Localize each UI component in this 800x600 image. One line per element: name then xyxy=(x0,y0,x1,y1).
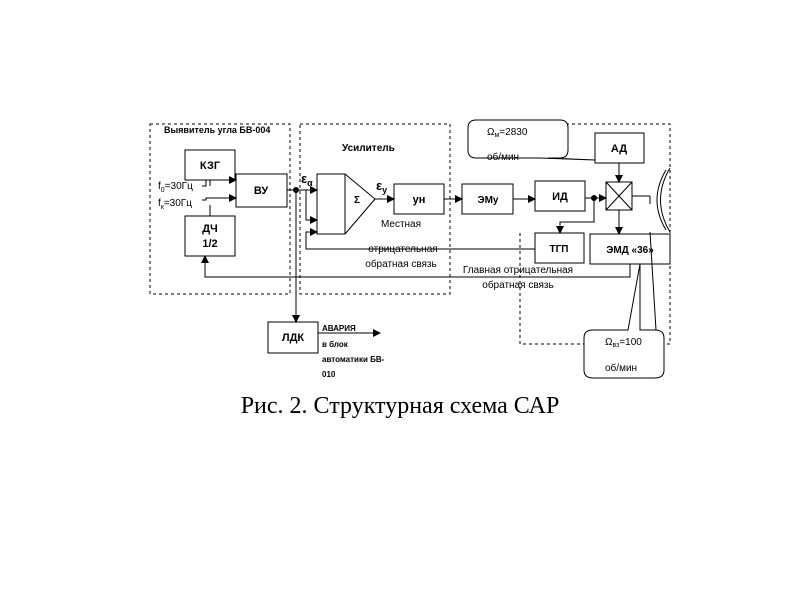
antenna-speed-unit: об/мин xyxy=(605,362,637,374)
amplifier-group-box xyxy=(299,123,451,295)
local-feedback-line2: отрицательная xyxy=(368,244,437,255)
emd-block: ЭМД «36» xyxy=(589,233,671,265)
antenna-icon xyxy=(649,167,671,233)
signal-lines xyxy=(201,163,650,337)
detector-group-box xyxy=(149,123,291,295)
dch-block: ДЧ 1/2 xyxy=(184,215,236,257)
alarm-line1: АВАРИЯ xyxy=(322,324,356,333)
motor-speed-callout: Ωм=2830 об/мин xyxy=(467,119,596,163)
antenna-speed-value: Ωвз=100 xyxy=(605,337,642,349)
sum-label: Σ xyxy=(354,195,360,206)
gearbox-block xyxy=(605,181,633,211)
drive-group-box xyxy=(519,123,671,345)
antenna-callout-pointer xyxy=(649,231,657,331)
fk-input-label: fк=30Гц xyxy=(158,198,192,211)
detector-group-label: Выявитель угла БВ-004 xyxy=(164,125,270,135)
id-label: ИД xyxy=(552,191,568,203)
dch-label-line1: ДЧ xyxy=(202,223,217,235)
eps-y-label: εу xyxy=(376,178,387,195)
tgp-block: ТГП xyxy=(534,232,585,264)
local-feedback-line3: обратная связь xyxy=(365,258,436,270)
antenna-speed-callout: Ωвз=100 об/мин xyxy=(583,263,665,379)
ldk-block: ЛДК xyxy=(267,321,319,354)
vu-label: ВУ xyxy=(254,185,269,197)
motor-speed-unit: об/мин xyxy=(487,151,519,163)
kzg-block: КЗГ xyxy=(184,149,236,181)
local-feedback-line1: Местная xyxy=(381,219,421,230)
amplifier-group-label: Усилитель xyxy=(342,143,395,154)
ad-block: АД xyxy=(594,132,645,164)
emd-label: ЭМД «36» xyxy=(606,245,654,256)
alarm-line4: 010 xyxy=(322,370,336,379)
emu-label: ЭМу xyxy=(477,195,498,206)
un-block: ун xyxy=(393,183,445,215)
alarm-line2: в блок xyxy=(322,340,349,349)
figure-caption: Рис. 2. Структурная схема САР xyxy=(240,393,560,419)
ad-label: АД xyxy=(611,143,627,155)
vu-block: ВУ xyxy=(235,173,288,208)
main-feedback-line2: обратная связь xyxy=(482,279,553,291)
f0-input-label: f0=30Гц xyxy=(158,181,193,194)
motor-speed-value: Ωм=2830 xyxy=(487,127,528,139)
kzg-label: КЗГ xyxy=(200,160,221,172)
summing-amplifier: Σ xyxy=(316,173,376,235)
tgp-label: ТГП xyxy=(550,244,569,255)
alarm-line3: автоматики БВ- xyxy=(322,355,385,364)
un-label: ун xyxy=(413,194,426,206)
id-block: ИД xyxy=(534,180,586,212)
ldk-label: ЛДК xyxy=(282,332,305,344)
main-feedback-line1: Главная отрицательная xyxy=(463,265,573,276)
eps-alpha-label: εα xyxy=(301,171,313,188)
dch-label-line2: 1/2 xyxy=(202,238,217,250)
emu-block: ЭМу xyxy=(461,183,514,215)
